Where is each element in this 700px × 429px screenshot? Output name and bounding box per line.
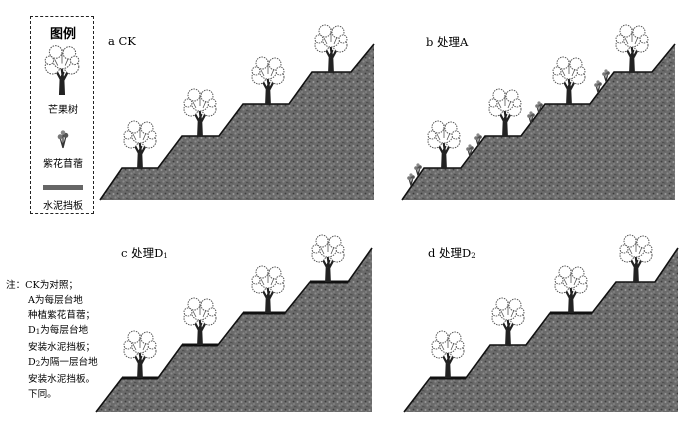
cement-board-icon [43,185,83,190]
panel-a-label: a CK [108,34,136,48]
mango-tree [250,55,286,106]
panel-b-label: b 处理A [426,35,469,49]
mango-tree [426,119,462,170]
panel-c-diagram [95,233,373,413]
mango-tree [553,264,589,315]
slope-terrain [404,248,678,412]
mango-tree [490,296,526,347]
mango-tree [122,329,158,380]
legend-label-alfalfa: 紫花苜蓿 [43,159,83,170]
panel-c-label: c 处理D1 [121,246,168,260]
mango-tree [250,264,286,315]
legend-label-mango: 芒果树 [48,105,78,116]
panel-b-diagram [401,23,676,201]
panel-a-diagram [99,23,375,201]
mango-tree [122,119,158,170]
legend-title: 图例 [49,27,76,42]
mango-tree [551,55,587,106]
note-text: 注：CK为对照； A为每层台地 种植紫花苜蓿； D1为每层台地 安装水泥挡板； … [6,280,98,400]
mango-tree [182,87,218,138]
slope-terrain [100,44,374,200]
legend: 图例 芒果树 紫花苜蓿 水泥挡板 [30,16,94,214]
mango-tree [487,87,523,138]
panel-d-label: d 处理D2 [428,246,476,260]
mango-tree [310,233,346,284]
mango-tree [313,23,349,74]
mango-tree [614,23,650,74]
mango-tree [182,296,218,347]
legend-label-board: 水泥挡板 [43,201,83,212]
slope-terrain [96,248,372,412]
mango-tree [618,233,654,284]
panel-d-diagram [403,233,679,413]
legend-icons [43,44,83,190]
mango-tree [430,329,466,380]
